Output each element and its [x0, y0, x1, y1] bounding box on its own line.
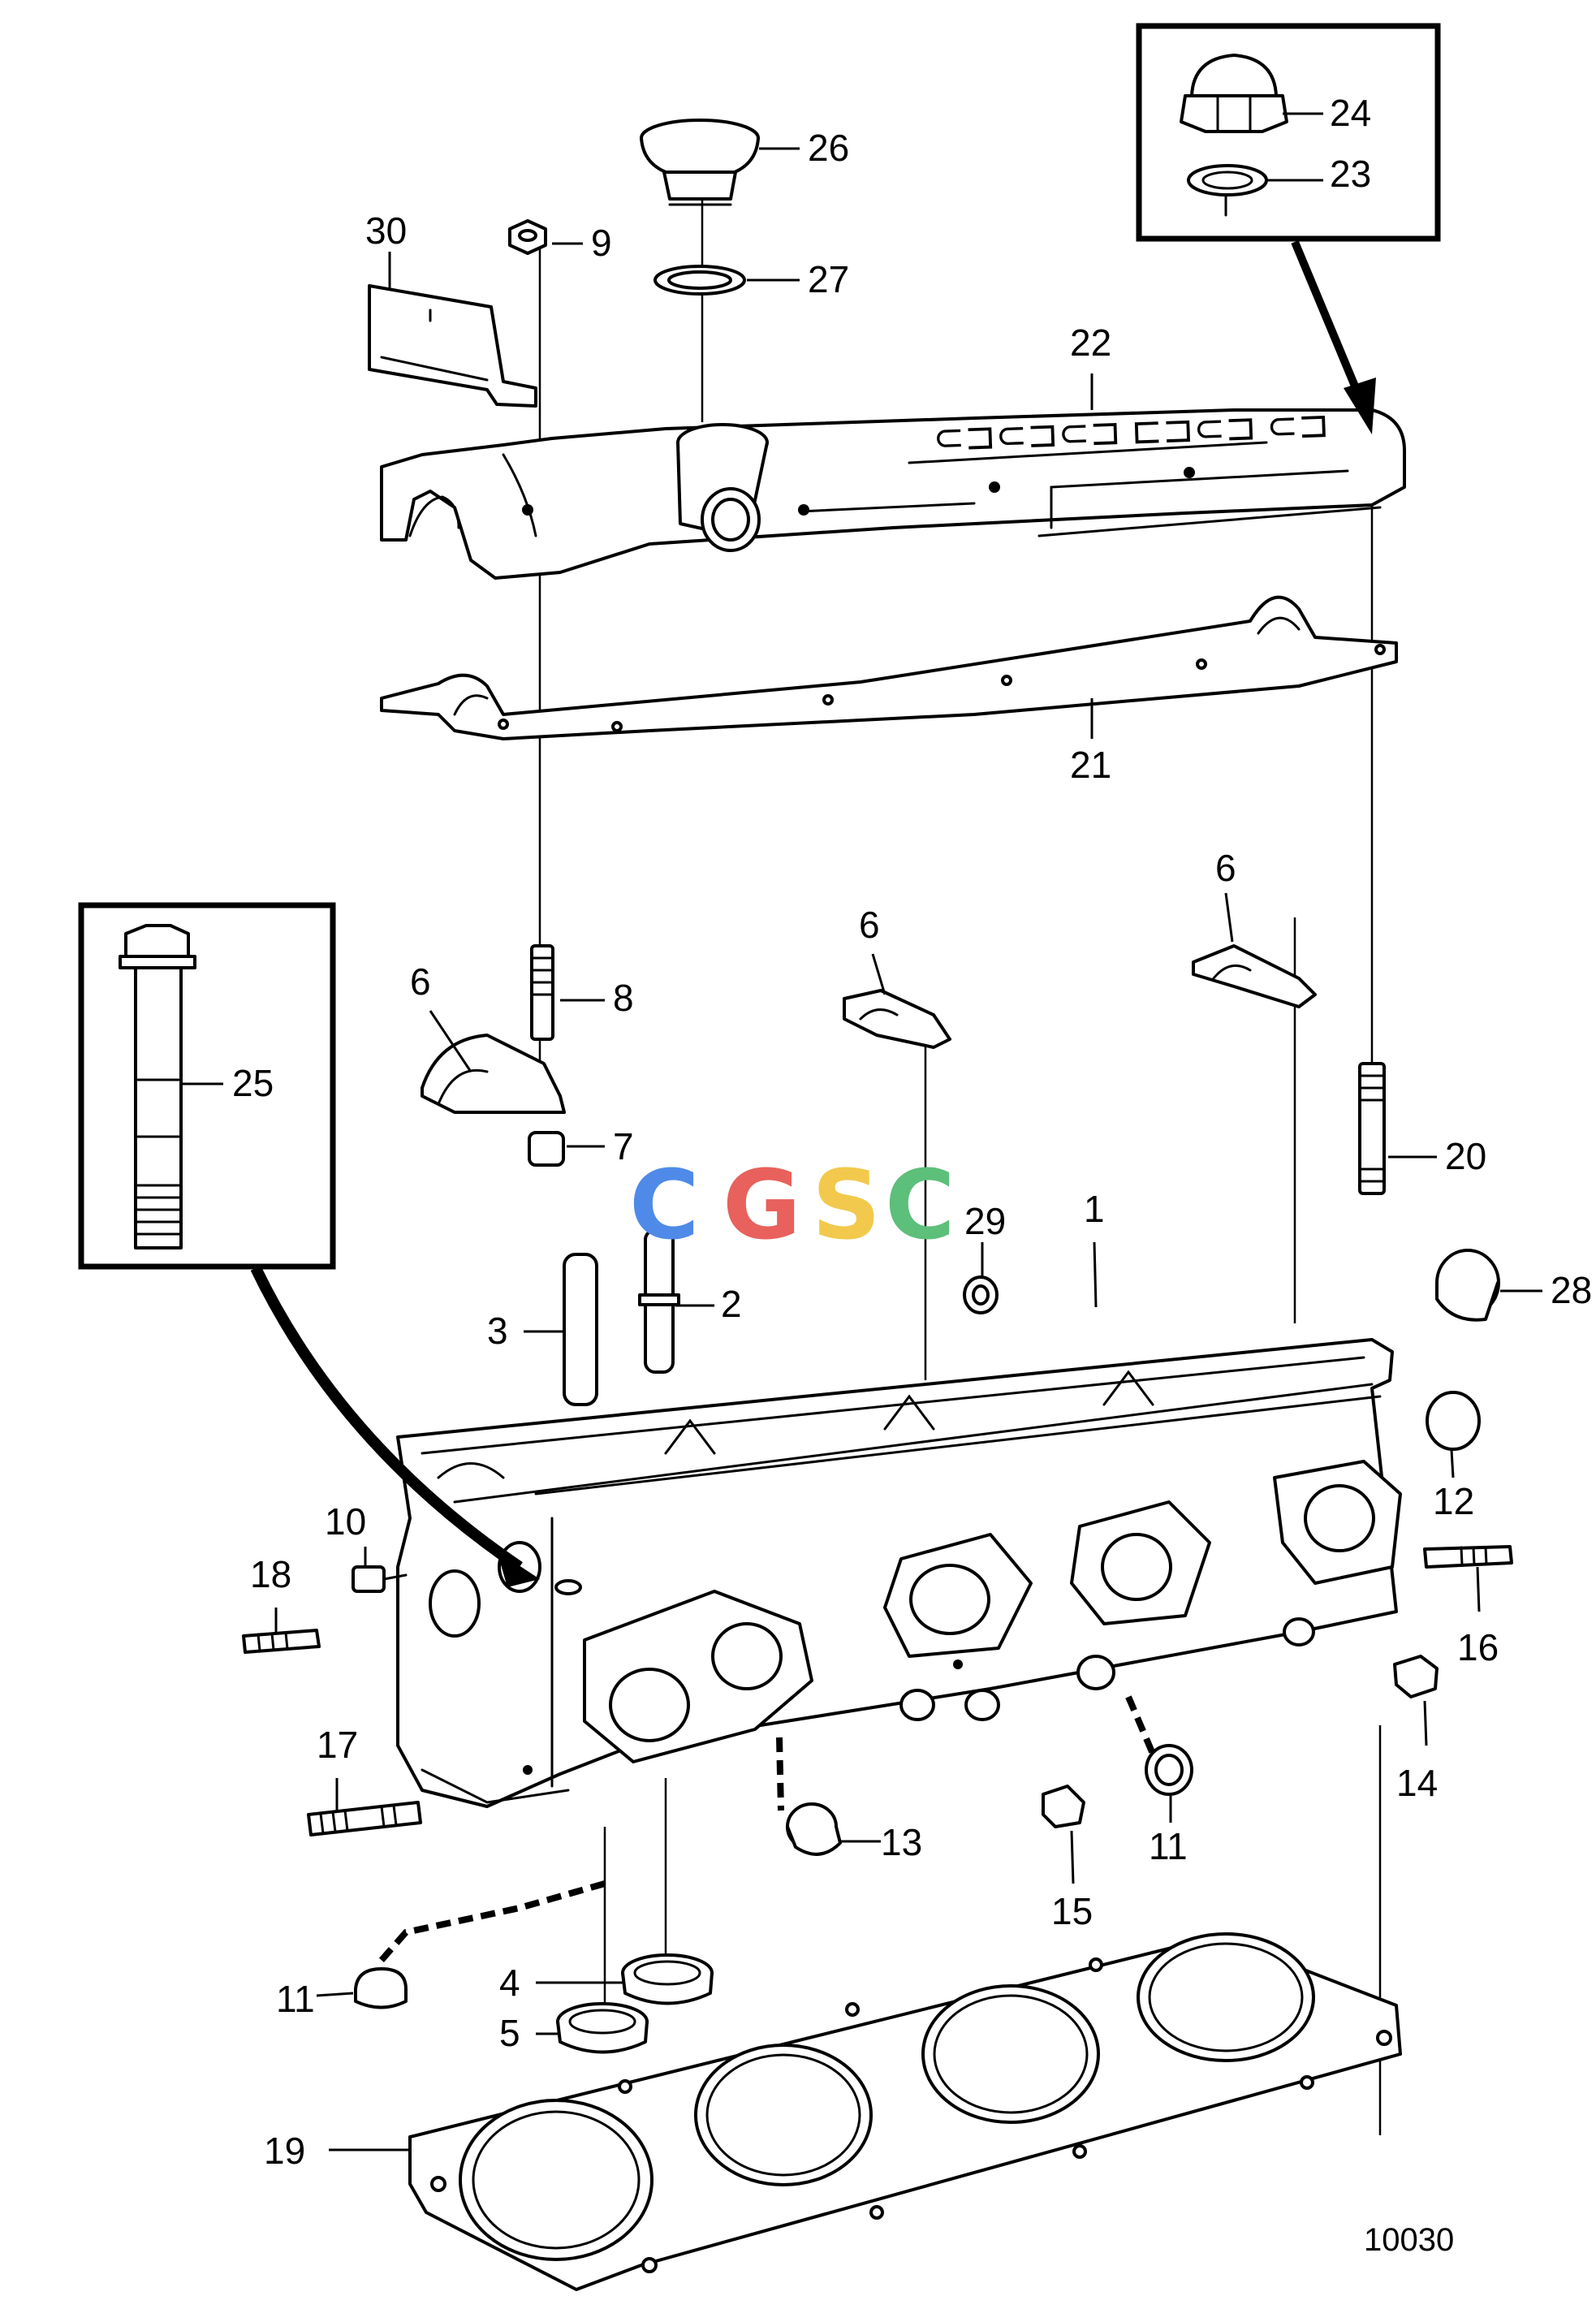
inset-acorn-nut — [1136, 23, 1441, 242]
callout-6-middle: 6 — [859, 904, 880, 946]
valve-guide-exhaust — [638, 1228, 680, 1374]
callout-17: 17 — [317, 1724, 358, 1766]
callout-14: 14 — [1396, 1762, 1438, 1804]
cover-stud-right — [1358, 1062, 1386, 1195]
spacer-sleeve — [528, 1131, 565, 1167]
callout-21: 21 — [1070, 744, 1111, 786]
callout-8: 8 — [613, 977, 634, 1019]
callout-15: 15 — [1051, 1890, 1093, 1932]
sensor-plug — [1393, 1655, 1439, 1698]
bearing-cap-right — [1192, 944, 1317, 1008]
callout-10: 10 — [325, 1500, 366, 1543]
camshaft-seal-small — [963, 1275, 999, 1314]
bearing-cap-left — [421, 1034, 566, 1114]
callout-11-right: 11 — [1149, 1825, 1188, 1867]
watermark-letter: C — [885, 1149, 955, 1261]
callout-30: 30 — [365, 209, 407, 252]
callout-6-left: 6 — [410, 960, 431, 1003]
inset-pointer-right — [1291, 240, 1364, 399]
callout-13: 13 — [881, 1821, 922, 1863]
head-gasket — [408, 1932, 1402, 2291]
callout-6-right: 6 — [1215, 847, 1236, 889]
inset-pointer-left — [250, 1265, 523, 1572]
leader-lines — [183, 112, 1542, 2152]
intake-stud — [1423, 1545, 1513, 1569]
callout-4: 4 — [499, 1962, 520, 2004]
camshaft-seal-large — [1435, 1249, 1500, 1322]
callout-7: 7 — [613, 1125, 634, 1167]
valve-seat-ring-upper — [621, 1953, 714, 2005]
callout-labels: 26 27 24 23 9 30 22 21 25 8 6 6 6 7 20 2… — [232, 92, 1592, 2258]
watermark-letter: G — [723, 1149, 801, 1261]
valve-cover: ⊂⊐⊂⊐⊂⊐ ⊏⊐⊂⊐ ⊂⊐ — [380, 403, 1406, 580]
watermark: C G S C — [629, 1149, 955, 1261]
expansion-plug — [1426, 1391, 1481, 1451]
figure-code: 10030 — [1364, 2222, 1454, 2258]
callout-16: 16 — [1457, 1626, 1499, 1668]
callout-2: 2 — [721, 1283, 742, 1325]
core-plug-bottom — [354, 1967, 408, 2009]
inset-pointer-left-head — [497, 1551, 540, 1587]
watermark-letter: S — [812, 1149, 881, 1261]
bearing-cap-middle — [843, 989, 951, 1049]
exhaust-stud-upper — [242, 1629, 321, 1654]
callout-18: 18 — [250, 1553, 291, 1595]
valve-seat-ring-lower — [556, 2002, 649, 2054]
core-plug-front — [786, 1802, 842, 1856]
valve-guide-intake — [563, 1253, 598, 1406]
dashed-paths — [374, 1695, 1156, 1967]
callout-20: 20 — [1445, 1135, 1486, 1177]
callout-19: 19 — [264, 2130, 305, 2172]
callout-28: 28 — [1551, 1269, 1592, 1311]
callout-9: 9 — [591, 222, 612, 264]
callout-1: 1 — [1084, 1188, 1105, 1230]
callout-27: 27 — [808, 258, 849, 300]
hex-screw — [352, 1565, 408, 1593]
callout-22: 22 — [1070, 322, 1111, 364]
callout-24: 24 — [1330, 92, 1371, 134]
inset-pointer-right-head — [1344, 378, 1376, 434]
callout-25: 25 — [232, 1062, 274, 1104]
drain-plug — [1042, 1785, 1085, 1828]
core-plug-middle — [1145, 1744, 1193, 1796]
valve-cover-gasket — [380, 595, 1398, 740]
inset-head-bolt — [78, 902, 336, 1270]
bracket-plate — [368, 284, 537, 408]
oil-filler-seal — [653, 265, 746, 296]
callout-23: 23 — [1330, 153, 1371, 195]
oil-filler-cap — [640, 119, 760, 206]
cover-nut — [508, 219, 547, 255]
callout-5: 5 — [499, 2012, 520, 2054]
callout-12: 12 — [1433, 1480, 1474, 1522]
callout-26: 26 — [808, 127, 849, 169]
cylinder-head — [396, 1338, 1402, 1808]
callout-11-left: 11 — [276, 1978, 315, 2020]
exhaust-stud-lower — [307, 1801, 422, 1836]
callout-29: 29 — [964, 1200, 1006, 1242]
callout-3: 3 — [487, 1310, 508, 1352]
watermark-letter: C — [629, 1149, 700, 1261]
cover-stud-left — [530, 944, 554, 1041]
